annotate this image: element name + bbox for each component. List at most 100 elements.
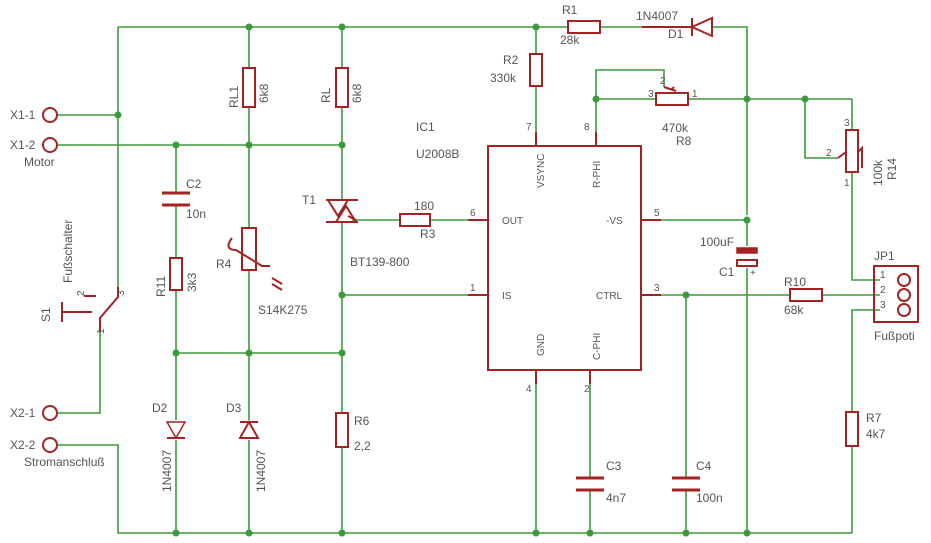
connector-x1-2[interactable]: X1-2 Motor: [10, 137, 58, 169]
c4-name: C4: [696, 459, 712, 473]
x1-1-label: X1-1: [10, 108, 36, 122]
s1-pin-1: 1: [96, 328, 107, 334]
resistor-r11[interactable]: R11 3k3: [154, 257, 199, 297]
resistor-r2[interactable]: R2 330k: [490, 53, 543, 87]
c1-value: 100uF: [700, 235, 734, 249]
c2-name: C2: [186, 177, 202, 191]
c3-value: 4n7: [606, 491, 626, 505]
r14-value: 100k: [871, 159, 885, 186]
r14-name: R14: [885, 158, 899, 180]
r8-pin-3: 3: [648, 89, 654, 100]
c4-value: 100n: [696, 491, 723, 505]
resistor-r6[interactable]: R6 2,2: [335, 412, 371, 453]
ic-pin-is: IS: [502, 291, 512, 302]
x2-2-label: X2-2: [10, 438, 36, 452]
r3-name: R3: [420, 227, 436, 241]
ic-pin-num-vs: 5: [654, 208, 660, 219]
r8-value: 470k: [662, 121, 689, 135]
wires: [58, 26, 880, 534]
triac-t1[interactable]: T1 BT139-800: [302, 193, 410, 269]
capacitor-c3[interactable]: C3 4n7: [576, 459, 626, 505]
r14-pin-2: 2: [826, 148, 832, 159]
ic-pin-out: OUT: [502, 216, 523, 227]
ic-pin-num-is: 1: [470, 283, 476, 294]
motor-label: Motor: [24, 155, 55, 169]
resistor-r10[interactable]: R10 68k: [784, 275, 823, 317]
ic-pin-rphi: R-PHI: [592, 161, 603, 188]
capacitor-c4[interactable]: C4 100n: [672, 459, 723, 505]
jp1-pin-1: 1: [880, 270, 886, 281]
ic1-name: IC1: [416, 120, 435, 134]
jp1-value: Fußpoti: [874, 329, 915, 343]
varistor-r4[interactable]: R4 S14K275: [216, 227, 308, 317]
ic-u2008b[interactable]: IC1 U2008B VSYNC R-PHI OUT -VS IS CTRL G…: [416, 120, 661, 395]
rl-value: 6k8: [350, 83, 364, 103]
r8-pin-2: 2: [660, 76, 666, 87]
connector-x2-1[interactable]: X2-1: [10, 405, 58, 421]
s1-value: Fußschalter: [61, 220, 75, 283]
r6-value: 2,2: [354, 439, 371, 453]
t1-name: T1: [302, 193, 316, 207]
ic-pin-num-vsync: 7: [526, 122, 532, 133]
switch-s1[interactable]: S1 Fußschalter 1 2 3: [39, 220, 127, 334]
r4-value: S14K275: [258, 303, 308, 317]
rl1-value: 6k8: [257, 83, 271, 103]
rl1-name: RL1: [227, 86, 241, 108]
ic-pin-num-out: 6: [470, 208, 476, 219]
t1-value: BT139-800: [350, 255, 410, 269]
capacitor-c1[interactable]: 100uF C1 +: [700, 235, 758, 279]
ic-pin-num-gnd: 4: [526, 384, 532, 395]
r10-name: R10: [784, 275, 806, 289]
r2-value: 330k: [490, 71, 517, 85]
potentiometer-r8[interactable]: 2 3 1 470k R8: [648, 76, 698, 148]
resistor-rl[interactable]: RL 6k8: [319, 67, 364, 108]
r7-value: 4k7: [866, 427, 886, 441]
diode-d2[interactable]: D2 1N4007: [152, 401, 187, 492]
ic-pin-cphi: C-PHI: [592, 333, 603, 360]
r7-name: R7: [866, 411, 882, 425]
connector-x2-2[interactable]: X2-2 Stromanschluß: [10, 437, 105, 469]
d3-value: 1N4007: [254, 450, 268, 492]
capacitor-c2[interactable]: C2 10n: [162, 177, 206, 221]
power-connection-label: Stromanschluß: [24, 455, 105, 469]
rl-name: RL: [319, 87, 333, 103]
resistor-r3[interactable]: 180 R3: [399, 199, 436, 241]
resistor-r1[interactable]: R1 28k: [560, 3, 601, 47]
potentiometer-r14[interactable]: 3 2 1 100k R14: [826, 118, 899, 189]
r4-name: R4: [216, 257, 232, 271]
x1-2-label: X1-2: [10, 138, 36, 152]
r1-value: 28k: [560, 33, 580, 47]
diode-d3[interactable]: D3 1N4007: [226, 401, 268, 492]
r11-name: R11: [154, 276, 168, 297]
d2-value: 1N4007: [160, 450, 174, 492]
r10-value: 68k: [784, 303, 804, 317]
s1-name: S1: [39, 307, 53, 322]
c1-name: C1: [719, 265, 735, 279]
d1-value: 1N4007: [636, 9, 678, 23]
junctions: [114, 23, 809, 537]
ic1-value: U2008B: [416, 147, 459, 161]
r14-pin-3: 3: [844, 118, 850, 129]
s1-pin-2: 2: [76, 290, 87, 296]
r11-value: 3k3: [185, 272, 199, 292]
resistor-rl1[interactable]: RL1 6k8: [227, 67, 271, 108]
s1-pin-3: 3: [116, 290, 127, 296]
ic-pin-num-rphi: 8: [584, 122, 590, 133]
ic-pin-ctrl: CTRL: [596, 291, 623, 302]
c1-plus: +: [750, 268, 756, 279]
r8-pin-1: 1: [692, 89, 698, 100]
diode-d1[interactable]: 1N4007 D1: [636, 9, 713, 41]
r3-value: 180: [414, 199, 434, 213]
resistor-r7[interactable]: R7 4k7: [845, 411, 886, 447]
c3-name: C3: [606, 459, 622, 473]
ic-pin-num-cphi: 2: [584, 384, 590, 395]
r1-name: R1: [562, 3, 578, 17]
jp1-pin-3: 3: [880, 300, 886, 311]
ic-pin-vsync: VSYNC: [536, 154, 547, 188]
jumper-jp1[interactable]: JP1 1 2 3 Fußpoti: [873, 249, 919, 343]
r6-name: R6: [354, 414, 370, 428]
jp1-name: JP1: [874, 249, 895, 263]
r8-name: R8: [676, 134, 692, 148]
connector-x1-1[interactable]: X1-1: [10, 107, 58, 123]
